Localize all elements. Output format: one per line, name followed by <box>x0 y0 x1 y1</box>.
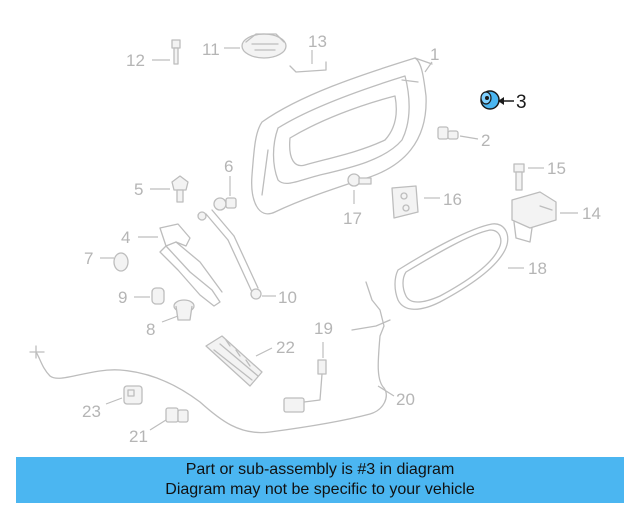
part-11-motor <box>241 33 287 59</box>
banner-line-2: Diagram may not be specific to your vehi… <box>165 481 475 498</box>
callout-9: 9 <box>118 288 127 307</box>
part-5-clip <box>171 175 189 203</box>
part-8-grommet <box>173 299 195 321</box>
part-1-trunk-lid <box>251 57 433 215</box>
part-23-connector <box>123 385 143 405</box>
callout-19: 19 <box>314 319 333 338</box>
info-banner: Part or sub-assembly is #3 in diagram Di… <box>16 457 624 503</box>
part-15-screw <box>513 163 525 191</box>
callout-16: 16 <box>443 190 462 209</box>
callout-11: 11 <box>202 40 220 59</box>
callout-8: 8 <box>146 320 155 339</box>
part-20-cable <box>29 281 391 434</box>
part-4-hinge <box>159 223 223 307</box>
part-7-plug <box>113 252 129 272</box>
part-16-bracket <box>391 185 419 219</box>
part-10-strut <box>197 209 262 300</box>
part-3-highlighted <box>480 90 500 110</box>
callout-10: 10 <box>278 288 297 307</box>
callout-14: 14 <box>582 204 601 223</box>
callout-15: 15 <box>547 159 566 178</box>
callout-21: 21 <box>129 427 148 446</box>
callout-5: 5 <box>134 180 143 199</box>
part-14-latch <box>511 191 557 243</box>
part-2-bumper <box>437 126 459 140</box>
part-21-clip <box>165 407 189 423</box>
callout-13: 13 <box>308 32 327 51</box>
callout-20: 20 <box>396 390 415 409</box>
part-17-pin <box>347 173 372 187</box>
banner-line-1: Part or sub-assembly is #3 in diagram <box>185 461 455 478</box>
callout-23: 23 <box>82 402 101 421</box>
callout-3: 3 <box>516 92 527 113</box>
callout-4: 4 <box>121 228 130 247</box>
callout-6: 6 <box>224 157 233 176</box>
callout-2: 2 <box>481 131 490 150</box>
part-13-rod <box>289 61 327 73</box>
part-6-ball-stud <box>213 197 237 211</box>
callout-22: 22 <box>276 338 295 357</box>
part-22-actuator <box>205 335 263 387</box>
callout-18: 18 <box>528 259 547 278</box>
part-19-sensor <box>283 359 327 413</box>
part-18-panel <box>394 223 509 310</box>
part-12-bolt <box>171 39 181 65</box>
callout-17: 17 <box>343 209 362 228</box>
callout-7: 7 <box>84 249 93 268</box>
part-9-stop <box>151 287 165 305</box>
callout-1: 1 <box>430 45 439 64</box>
callout-12: 12 <box>126 51 145 70</box>
